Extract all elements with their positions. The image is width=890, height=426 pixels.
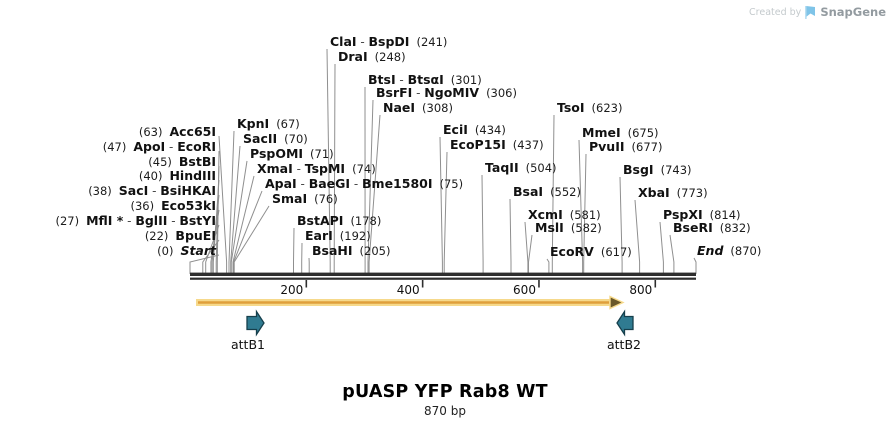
callout-line <box>481 174 484 274</box>
callout-line <box>230 145 241 274</box>
site-label-ecorv: EcoRV(617) <box>550 244 632 259</box>
site-label-mfli: (27)MflI * - BglII - BstYI <box>55 213 216 228</box>
callout-line <box>367 99 374 274</box>
callout-line <box>368 114 381 274</box>
site-label-pspxi: PspXI(814) <box>663 207 741 222</box>
site-label-bseri: BseRI(832) <box>673 220 751 235</box>
callout-line <box>293 227 295 274</box>
attb2-label: attB2 <box>607 337 641 352</box>
site-label-pspomi: PspOMI(71) <box>250 146 334 161</box>
callout-line <box>218 135 228 274</box>
site-label-hindiii: (40)HindIII <box>138 168 216 183</box>
attb1-arrow-icon <box>246 309 265 337</box>
site-label-drai: DraI(248) <box>338 49 406 64</box>
callout-line <box>583 153 587 274</box>
site-label-apoi: (47)ApoI - EcoRI <box>102 139 216 154</box>
callout-line <box>551 114 555 274</box>
site-label-eari: EarI(192) <box>305 228 371 243</box>
site-label-apai: ApaI - BaeGI - Bme1580I(75) <box>265 176 464 191</box>
callout-line <box>578 139 584 274</box>
callout-line <box>546 258 550 274</box>
callout-line <box>233 205 270 274</box>
site-label-bsgi: BsgI(743) <box>623 162 692 177</box>
title-block: pUASP YFP Rab8 WT 870 bp <box>0 382 890 418</box>
site-label-pvuii: PvuII(677) <box>589 139 663 154</box>
callout-line <box>509 198 512 274</box>
attb1-label: attB1 <box>231 337 265 352</box>
callout-line <box>211 194 220 274</box>
site-label-clai: ClaI - BspDI(241) <box>330 34 448 49</box>
site-label-sacii: SacII(70) <box>243 131 308 146</box>
site-label-kpni: KpnI(67) <box>237 116 300 131</box>
site-label-bpuei: (22)BpuEI <box>144 228 216 243</box>
axis-tick-label: 400 <box>397 283 420 297</box>
site-label-xcmi: XcmI(581) <box>528 207 601 222</box>
snapgene-watermark: Created by SnapGene <box>749 5 886 19</box>
callout-line <box>189 254 220 274</box>
site-label-start: (0)Start <box>157 243 216 258</box>
callout-line <box>619 176 623 274</box>
site-label-ecop15i: EcoP15I(437) <box>450 137 544 152</box>
site-label-tsoi: TsoI(623) <box>557 100 623 115</box>
site-label-ecii: EciI(434) <box>443 122 506 137</box>
feature-arrow <box>196 295 625 310</box>
site-label-bsai: BsaI(552) <box>513 184 581 199</box>
callout-lines <box>189 48 697 274</box>
axis-tick-label: 200 <box>280 283 303 297</box>
map-title: pUASP YFP Rab8 WT <box>342 382 548 402</box>
site-label-taqii: TaqII(504) <box>485 160 557 175</box>
callout-line <box>524 221 529 274</box>
site-label-end: End(870) <box>697 243 762 258</box>
callout-line <box>528 234 533 274</box>
watermark-brand: SnapGene <box>820 5 886 19</box>
callout-line <box>232 175 255 274</box>
callout-line <box>634 199 641 274</box>
callout-line <box>233 190 263 274</box>
site-label-mmei: MmeI(675) <box>582 125 659 140</box>
callout-line <box>659 221 664 274</box>
callout-line <box>693 257 697 274</box>
site-label-naei: NaeI(308) <box>383 100 453 115</box>
snapgene-flag-icon <box>805 5 816 19</box>
axis-ticks: 200 400 600 800 <box>280 280 657 297</box>
site-label-saci: (38)SacI - BsiHKAI <box>88 183 216 198</box>
callout-line <box>230 160 248 274</box>
callout-line <box>205 224 220 274</box>
feature-arrowhead-icon <box>609 295 625 310</box>
site-label-bsrfi: BsrFI - NgoMIV(306) <box>376 85 517 100</box>
callout-line <box>669 234 675 274</box>
axis-tick-label: 600 <box>513 283 536 297</box>
callout-line <box>326 48 331 274</box>
watermark-prefix: Created by <box>749 6 802 18</box>
callout-line <box>333 63 336 274</box>
site-label-eco53ki: (36)Eco53kI <box>130 198 216 213</box>
sequence-bar-bottom <box>190 277 696 280</box>
site-label-bstapi: BstAPI(178) <box>297 213 382 228</box>
site-label-xmai: XmaI - TspMI(74) <box>257 161 376 176</box>
callout-line <box>439 136 443 274</box>
attb2-arrow-icon <box>616 309 634 337</box>
sequence-bar-top <box>190 272 696 276</box>
site-label-msli: MslI(582) <box>535 220 602 235</box>
callout-line <box>210 209 220 274</box>
axis-tick-label: 800 <box>629 283 652 297</box>
callout-line <box>228 130 235 274</box>
site-label-btsi: BtsI - BtsαI(301) <box>368 72 482 87</box>
map-length: 870 bp <box>424 404 466 418</box>
callout-line <box>202 239 220 274</box>
site-label-smai: SmaI(76) <box>272 191 338 206</box>
site-label-acc65i: (63)Acc65I <box>138 124 216 139</box>
site-label-bsahi: BsaHI(205) <box>312 243 391 258</box>
callout-line <box>443 151 448 274</box>
callout-line <box>212 179 220 274</box>
site-label-xbai: XbaI(773) <box>638 185 708 200</box>
site-label-bstbi: (45)BstBI <box>148 154 216 169</box>
